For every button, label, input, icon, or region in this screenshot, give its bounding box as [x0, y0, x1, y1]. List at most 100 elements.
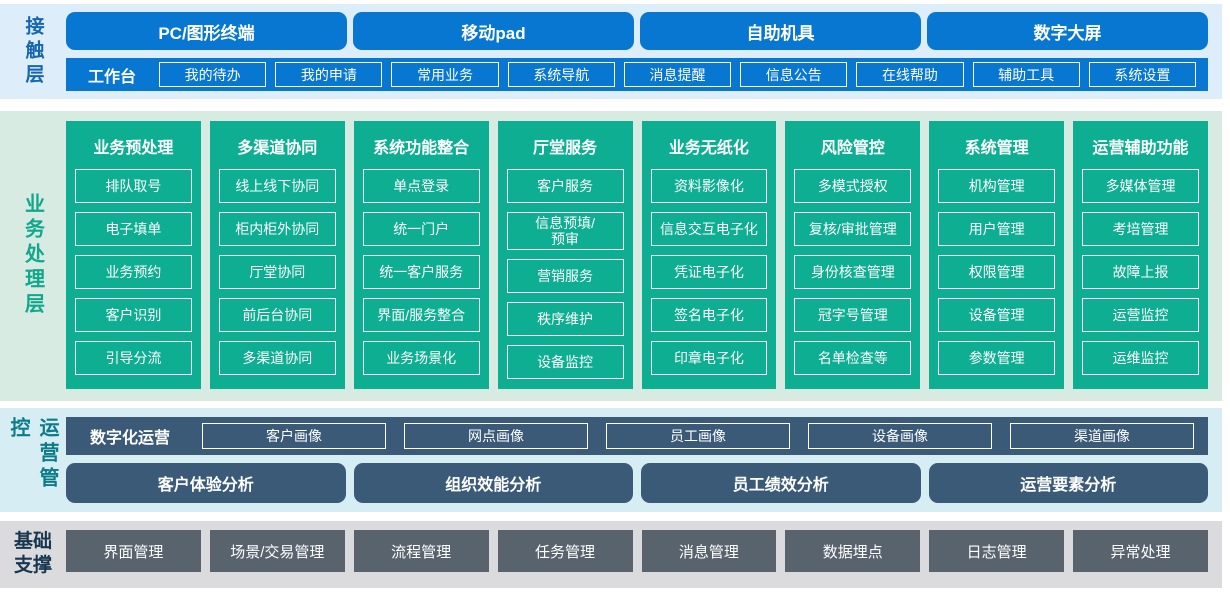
workbench-items: 我的待办我的申请常用业务系统导航消息提醒信息公告在线帮助辅助工具系统设置 [159, 62, 1196, 87]
function-item: 资料影像化 [650, 169, 768, 203]
function-item: 设备监控 [506, 345, 624, 380]
digital-operations-label: 数字化运营 [90, 430, 171, 448]
function-item: 名单检查等 [794, 341, 912, 375]
function-column-system-integration: 系统功能整合 单点登录统一门户统一客户服务界面/服务整合业务场景化 [353, 121, 489, 390]
column-title: 系统功能整合 [373, 140, 470, 157]
function-item: 营销服务 [506, 259, 624, 294]
profile-boxes: 客户画像网点画像员工画像设备画像渠道画像 [202, 423, 1195, 450]
column-title: 系统管理 [964, 140, 1029, 157]
function-item: 单点登录 [362, 169, 480, 203]
foundation-box: 异常处理 [1073, 530, 1208, 573]
workbench-item: 常用业务 [391, 62, 499, 87]
workbench-item: 消息提醒 [623, 62, 732, 87]
function-item: 引导分流 [75, 341, 192, 375]
function-item: 冠字号管理 [794, 298, 912, 332]
foundation-layer-label-col: 基础支撑 [0, 530, 66, 578]
column-items: 资料影像化信息交互电子化凭证电子化签名电子化印章电子化 [650, 160, 768, 375]
foundation-box: 场景/交易管理 [209, 530, 345, 573]
column-items: 客户服务信息预填/ 预审营销服务秩序维护设备监控 [506, 160, 624, 380]
function-item: 前后台协同 [218, 298, 336, 332]
foundation-box: 界面管理 [66, 530, 201, 573]
analysis-bar: 员工绩效分析 [641, 463, 921, 504]
function-item: 多模式授权 [794, 169, 912, 203]
workbench-item: 在线帮助 [856, 62, 964, 87]
terminal-bar: 数字大屏 [927, 12, 1208, 50]
operations-layer-label: 运营管控 [7, 417, 58, 493]
profile-box: 网点画像 [404, 423, 589, 450]
function-column-paperless: 业务无纸化 资料影像化信息交互电子化凭证电子化签名电子化印章电子化 [641, 121, 777, 390]
profile-box: 员工画像 [606, 423, 791, 450]
function-item: 复核/审批管理 [794, 212, 912, 246]
function-item: 印章电子化 [650, 341, 768, 375]
column-title: 厅堂服务 [533, 140, 598, 157]
function-item: 运营监控 [1082, 298, 1199, 332]
analysis-bar: 运营要素分析 [928, 463, 1208, 504]
function-item: 厅堂协同 [218, 255, 336, 289]
column-title: 业务无纸化 [668, 140, 749, 157]
function-item: 考培管理 [1082, 212, 1199, 246]
business-layer-label-col: 业务处理层 [0, 121, 66, 389]
function-column-lobby-service: 厅堂服务 客户服务信息预填/ 预审营销服务秩序维护设备监控 [497, 121, 633, 390]
terminal-bar: PC/图形终端 [66, 12, 347, 50]
function-column-multichannel: 多渠道协同 线上线下协同柜内柜外协同厅堂协同前后台协同多渠道协同 [209, 121, 345, 390]
function-item: 机构管理 [938, 169, 1056, 203]
workbench-item: 系统导航 [507, 62, 615, 87]
profile-box: 渠道画像 [1010, 423, 1195, 450]
function-column-system-admin: 系统管理 机构管理用户管理权限管理设备管理参数管理 [929, 121, 1065, 390]
contact-layer-label-col: 接触层 [0, 12, 66, 91]
function-item: 信息预填/ 预审 [506, 212, 624, 251]
column-items: 排队取号电子填单业务预约客户识别引导分流 [75, 160, 192, 375]
function-item: 柜内柜外协同 [218, 212, 336, 246]
analysis-row: 客户体验分析组织效能分析员工绩效分析运营要素分析 [66, 463, 1208, 504]
foundation-box: 消息管理 [641, 530, 777, 573]
function-item: 客户服务 [506, 169, 624, 203]
business-layer-content: 业务预处理 排队取号电子填单业务预约客户识别引导分流 多渠道协同 线上线下协同柜… [66, 121, 1222, 390]
profile-box: 客户画像 [202, 423, 387, 450]
foundation-box: 任务管理 [497, 530, 633, 573]
function-column-risk-control: 风险管控 多模式授权复核/审批管理身份核查管理冠字号管理名单检查等 [785, 121, 921, 390]
function-item: 设备管理 [938, 298, 1056, 332]
operations-layer-content: 数字化运营 客户画像网点画像员工画像设备画像渠道画像 客户体验分析组织效能分析员… [66, 417, 1222, 504]
workbench-label: 工作台 [88, 68, 137, 86]
column-items: 单点登录统一门户统一客户服务界面/服务整合业务场景化 [362, 160, 480, 375]
business-layer-band: 业务处理层 业务预处理 排队取号电子填单业务预约客户识别引导分流 多渠道协同 线… [0, 111, 1222, 402]
column-title: 业务预处理 [93, 140, 174, 157]
contact-layer-label: 接触层 [22, 15, 44, 88]
function-item: 权限管理 [938, 255, 1056, 289]
function-column-business-preprocess: 业务预处理 排队取号电子填单业务预约客户识别引导分流 [66, 121, 201, 390]
function-item: 参数管理 [938, 341, 1056, 375]
workbench-item: 我的待办 [159, 62, 267, 87]
digital-operations-bar: 数字化运营 客户画像网点画像员工画像设备画像渠道画像 [66, 417, 1208, 456]
function-item: 业务场景化 [362, 341, 480, 375]
workbench-item: 信息公告 [740, 62, 848, 87]
function-item: 签名电子化 [650, 298, 768, 332]
operations-layer-label-col: 运营管控 [0, 417, 66, 503]
function-item: 多渠道协同 [218, 341, 336, 375]
terminal-bar: 移动pad [353, 12, 634, 50]
column-title: 风险管控 [820, 140, 885, 157]
foundation-box: 流程管理 [353, 530, 489, 573]
operations-layer-band: 运营管控 数字化运营 客户画像网点画像员工画像设备画像渠道画像 客户体验分析组织… [0, 408, 1222, 513]
function-item: 统一门户 [362, 212, 480, 246]
foundation-box: 日志管理 [929, 530, 1065, 573]
function-item: 线上线下协同 [218, 169, 336, 203]
function-item: 身份核查管理 [794, 255, 912, 289]
foundation-layer-label: 基础支撑 [13, 531, 52, 576]
foundation-layer-content: 界面管理场景/交易管理流程管理任务管理消息管理数据埋点日志管理异常处理 [66, 530, 1222, 578]
function-item: 用户管理 [938, 212, 1056, 246]
workbench-item: 辅助工具 [972, 62, 1080, 87]
column-items: 线上线下协同柜内柜外协同厅堂协同前后台协同多渠道协同 [218, 160, 336, 375]
foundation-row: 界面管理场景/交易管理流程管理任务管理消息管理数据埋点日志管理异常处理 [66, 530, 1208, 573]
workbench-bar: 工作台 我的待办我的申请常用业务系统导航消息提醒信息公告在线帮助辅助工具系统设置 [66, 58, 1208, 91]
terminal-bar: 自助机具 [640, 12, 921, 50]
column-items: 机构管理用户管理权限管理设备管理参数管理 [938, 160, 1056, 375]
workbench-item: 系统设置 [1088, 62, 1196, 87]
function-item: 业务预约 [75, 255, 192, 289]
column-items: 多模式授权复核/审批管理身份核查管理冠字号管理名单检查等 [794, 160, 912, 375]
column-items: 多媒体管理考培管理故障上报运营监控运维监控 [1082, 160, 1199, 375]
function-item: 统一客户服务 [362, 255, 480, 289]
